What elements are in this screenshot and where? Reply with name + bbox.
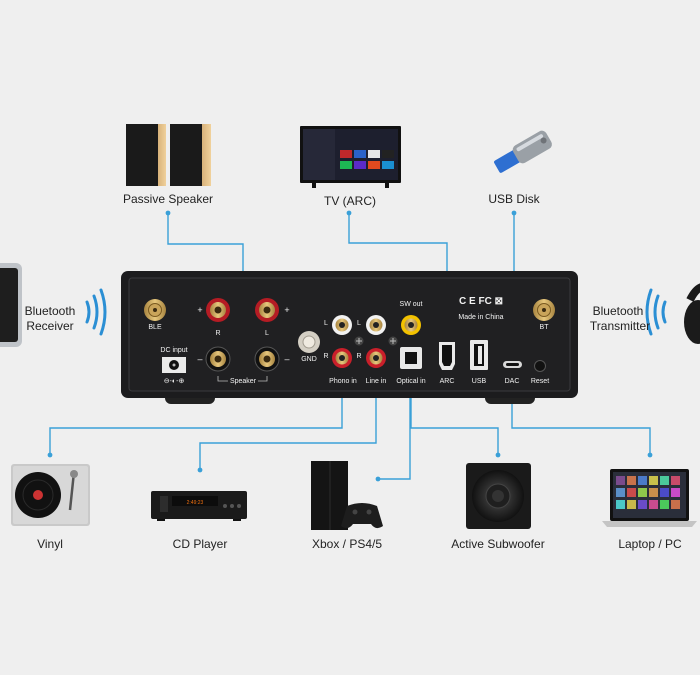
label-subwoofer: Active Subwoofer: [451, 537, 545, 551]
label-tv: TV (ARC): [324, 194, 376, 208]
line-vinyl: [49, 385, 343, 455]
label-vinyl: Vinyl: [37, 537, 63, 551]
label-bt-transmitter-1: Bluetooth: [592, 304, 644, 318]
panel-label-dc-input: DC input: [160, 347, 188, 354]
gnd-terminal: [298, 331, 320, 353]
label-passive-speaker: Passive Speaker: [122, 192, 214, 206]
line-laptop: [511, 385, 651, 455]
label-game-console: Xbox / PS4/5: [311, 537, 383, 551]
panel-label-optical-in: Optical in: [396, 378, 426, 385]
arc-hdmi-port: [439, 342, 455, 370]
panel-label-ble: BLE: [148, 324, 162, 331]
cd-player-image: [151, 491, 247, 521]
panel-label-made-in: Made in China: [458, 314, 504, 321]
label-bt-transmitter-2: Transmitter: [589, 319, 651, 333]
bluetooth-receiver-device-image: [0, 263, 22, 347]
panel-label-r-bottom: R: [323, 353, 329, 360]
label-bt-receiver-1: Bluetooth: [24, 304, 76, 318]
panel-label-usb: USB: [471, 378, 487, 385]
panel-label-phono-in: Phono in: [329, 378, 357, 385]
certification-marks: C E FC ⊠: [459, 296, 503, 307]
panel-label-bt: BT: [539, 324, 549, 331]
usb-port: [470, 340, 488, 370]
label-cd-player: CD Player: [172, 537, 228, 551]
cd-display-text: 2:49:23: [187, 500, 204, 506]
optical-in-port: [400, 347, 422, 369]
laptop-image: [602, 469, 697, 527]
dc-input-jack: [162, 357, 186, 373]
amplifier-back-panel: [121, 271, 578, 404]
panel-label-l-top: L: [324, 320, 328, 327]
connector-endpoints: [47, 210, 653, 482]
panel-label-arc: ARC: [439, 378, 455, 385]
ble-antenna-jack: [144, 299, 166, 321]
panel-label-line-in: Line in: [365, 378, 387, 385]
speaker-terminals: [205, 298, 280, 382]
passive-speaker-image: [126, 124, 211, 186]
game-console-image: [311, 461, 383, 530]
panel-label-dac: DAC: [504, 378, 520, 385]
panel-label-reset: Reset: [530, 378, 550, 385]
wifi-left-icon: [85, 288, 107, 336]
rca-jacks: [332, 315, 398, 368]
panel-label-l-top-2: L: [357, 320, 361, 327]
dac-usb-c-port: [503, 361, 522, 368]
usb-disk-image: [494, 130, 552, 173]
bt-antenna-jack: [533, 299, 555, 321]
panel-label-speaker: Speaker: [227, 378, 259, 385]
reset-button: [534, 360, 546, 372]
panel-label-sw-out: SW out: [399, 301, 423, 308]
subwoofer-image: [466, 463, 531, 529]
panel-label-l: L: [265, 330, 269, 337]
label-bt-receiver-2: Receiver: [26, 319, 74, 333]
panel-label-gnd: GND: [301, 356, 317, 363]
panel-label-plus-left: +: [197, 305, 203, 315]
bluetooth-transmitter-device-image: [684, 283, 700, 344]
vinyl-turntable-image: [11, 464, 90, 526]
panel-label-minus-left: –: [197, 354, 203, 364]
line-cd: [199, 385, 377, 470]
panel-label-plus-right: +: [284, 305, 290, 315]
label-usb-disk: USB Disk: [488, 192, 540, 206]
panel-label-r: R: [215, 330, 221, 337]
panel-label-minus-right: –: [284, 354, 290, 364]
tv-image: [300, 126, 401, 188]
sw-out-jack: [401, 315, 421, 335]
label-laptop: Laptop / PC: [618, 537, 682, 551]
panel-label-dc-symbol: ⊖-◐-⊕: [163, 378, 185, 385]
line-console: [378, 385, 411, 480]
panel-label-r-bottom-2: R: [356, 353, 362, 360]
wifi-right-icon: [645, 288, 667, 336]
